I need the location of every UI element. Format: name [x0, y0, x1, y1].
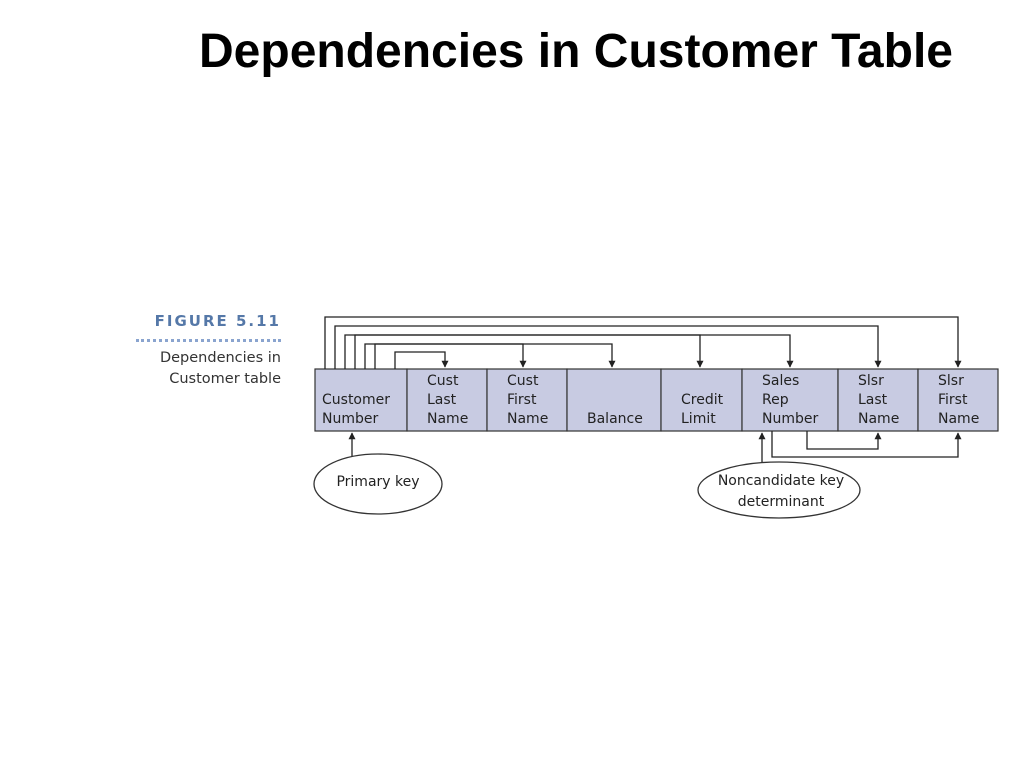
figure-caption: Dependencies in Customer table: [121, 348, 281, 390]
dependency-arrow: [324, 316, 962, 369]
table-cell-label: First: [938, 392, 968, 408]
table-cell-label: Name: [427, 411, 468, 427]
table-cell-label: First: [507, 392, 537, 408]
table-cell-label: Rep: [762, 392, 789, 408]
figure-caption-line: Dependencies in: [159, 350, 281, 366]
noncandidate-key-label: Noncandidate key: [718, 473, 844, 489]
table-cell-box: [314, 368, 408, 432]
primary-key-label: Primary key: [336, 474, 419, 490]
dependency-arrow: [394, 351, 449, 369]
table-cell-label: Customer: [322, 392, 390, 408]
dependency-arrow: [374, 343, 527, 369]
table-cell-label: Name: [858, 411, 899, 427]
figure-number: FIGURE 5.11: [154, 312, 281, 330]
table-cell-box: [917, 368, 999, 432]
slide-title: Dependencies in Customer Table: [199, 25, 953, 78]
sales-rep-dependencies: [771, 431, 962, 458]
table-cell-label: Balance: [587, 411, 643, 427]
dependency-arrow: [354, 334, 704, 369]
table-cell-label: Number: [322, 411, 378, 427]
table-cell-label: Number: [762, 411, 818, 427]
dependency-arrow: [771, 431, 962, 458]
noncandidate-key-oval: [697, 461, 861, 519]
dependency-arrow: [364, 343, 616, 369]
table-cell-label: Slsr: [938, 373, 964, 389]
table-cell-box: [486, 368, 568, 432]
table-cell-label: Slsr: [858, 373, 884, 389]
table-cell-label: Cust: [507, 373, 539, 389]
table-column-cell: Balance: [566, 368, 662, 432]
table-cell-box: [406, 368, 488, 432]
dependency-arrow: [806, 431, 882, 450]
table-cell-label: Last: [858, 392, 888, 408]
primary-key-oval: [313, 453, 443, 515]
figure-caption-line: Customer table: [169, 371, 281, 387]
table-cell-label: Credit: [681, 392, 724, 408]
dependency-arrow: [334, 325, 882, 369]
table-cell-box: [660, 368, 743, 432]
table-cell-label: Name: [507, 411, 548, 427]
table-cell-box: [566, 368, 662, 432]
table-cell-label: Cust: [427, 373, 459, 389]
noncandidate-key-label: determinant: [738, 494, 825, 510]
customer-number-dependencies: [324, 316, 962, 369]
table-cell-label: Name: [938, 411, 979, 427]
noncandidate-key-callout: Noncandidate key determinant: [697, 432, 861, 519]
table-cell-label: Sales: [762, 373, 799, 389]
primary-key-callout: Primary key: [313, 432, 443, 515]
table-cell-label: Last: [427, 392, 457, 408]
table-cell-label: Limit: [681, 411, 716, 427]
figure-divider: [136, 339, 281, 342]
